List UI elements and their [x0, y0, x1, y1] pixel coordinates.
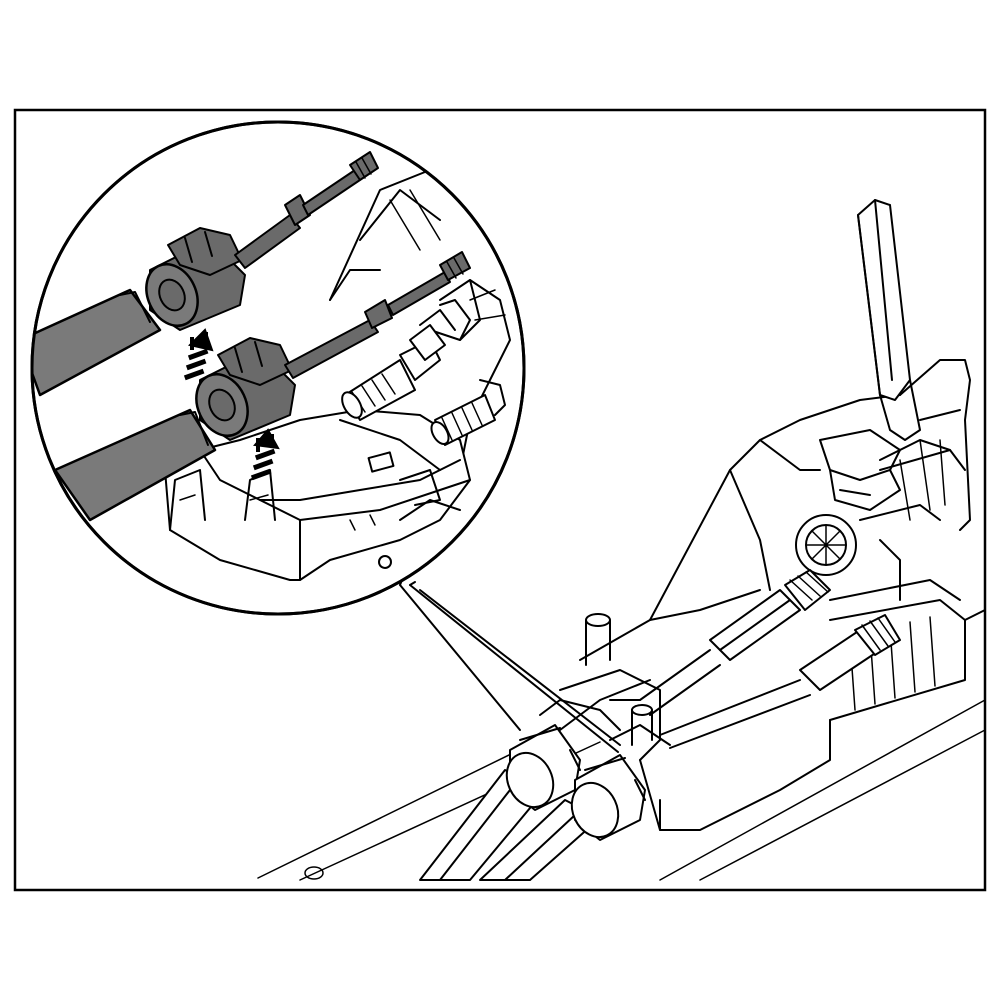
callout-line: [409, 584, 619, 753]
arrow-up-icon: [183, 328, 214, 381]
detail-view-contents: [32, 151, 511, 581]
shift-cable-upper: [32, 151, 379, 397]
spring-clip-lower: [430, 379, 506, 446]
spring-clip-upper: [341, 299, 471, 421]
callout-line: [419, 589, 621, 746]
arrow-up-icon: [250, 428, 280, 481]
shifter-assembly: [257, 199, 986, 881]
shift-cable-lower: [53, 251, 471, 522]
callout-line: [399, 584, 521, 731]
